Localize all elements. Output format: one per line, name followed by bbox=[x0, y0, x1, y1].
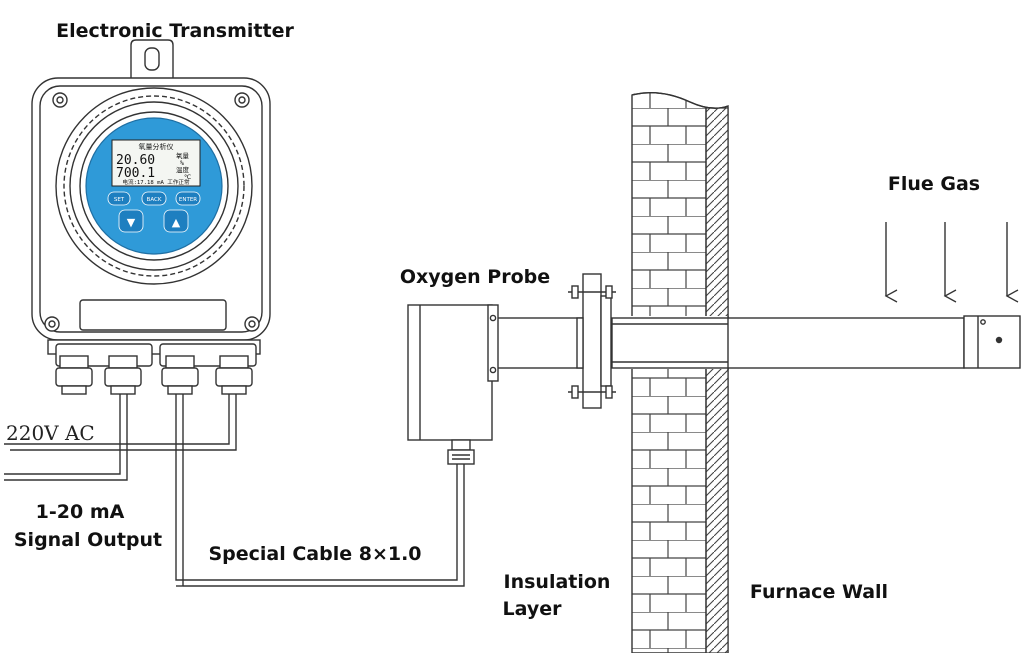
signal-wires bbox=[4, 390, 128, 481]
transmitter-label: Electronic Transmitter bbox=[56, 20, 294, 42]
lcd-temp-unit: ℃ bbox=[184, 173, 192, 181]
power-wires bbox=[4, 388, 237, 451]
oxygen-probe-head bbox=[407, 304, 499, 465]
probe-tip bbox=[963, 315, 1021, 369]
down-button[interactable]: ▼ bbox=[118, 209, 144, 233]
set-button-label: SET bbox=[114, 197, 125, 203]
back-button-label: BACK bbox=[147, 197, 162, 203]
insulation-label-line2: Layer bbox=[503, 598, 563, 620]
cable-gland-4 bbox=[215, 355, 253, 395]
power-label: 220V AC bbox=[6, 421, 95, 445]
lcd-screen bbox=[111, 139, 201, 187]
cable-gland-2 bbox=[104, 355, 142, 395]
signal-label-line1: 1-20 mA bbox=[36, 501, 125, 523]
lcd-status: 电流:17.18 mA 工作正常 bbox=[122, 178, 190, 186]
up-arrow-icon: ▲ bbox=[172, 216, 181, 229]
up-button[interactable]: ▲ bbox=[163, 209, 189, 233]
special-cable bbox=[175, 384, 465, 587]
probe-flange bbox=[568, 273, 616, 409]
cable-gland-signal bbox=[55, 355, 93, 395]
enter-button-label: ENTER bbox=[179, 197, 197, 203]
back-button[interactable]: BACK bbox=[141, 191, 167, 206]
set-button[interactable]: SET bbox=[107, 191, 131, 206]
flue-gas-arrows bbox=[884, 222, 1019, 303]
oxygen-probe-label: Oxygen Probe bbox=[400, 266, 550, 288]
signal-label-line2: Signal Output bbox=[14, 529, 162, 551]
lcd-temp-label: 温度 bbox=[176, 165, 190, 174]
lcd-oxygen-label: 氧量 bbox=[176, 151, 190, 160]
lcd-title: 氧量分析仪 bbox=[139, 142, 174, 151]
enter-button[interactable]: ENTER bbox=[175, 191, 201, 206]
flue-gas-label: Flue Gas bbox=[888, 173, 980, 195]
cable-gland-3 bbox=[161, 355, 199, 395]
probe-tube bbox=[489, 315, 1021, 370]
lcd-oxygen-value: 20.60 bbox=[116, 153, 155, 168]
lcd-oxygen-unit: % bbox=[180, 159, 184, 167]
transmitter-display: 氧量分析仪 20.60 氧量 % 700.1 温度 ℃ 电流:17.18 mA … bbox=[85, 117, 223, 255]
lcd-temp-value: 700.1 bbox=[116, 166, 155, 181]
cable-label: Special Cable 8×1.0 bbox=[208, 543, 421, 565]
furnace-wall bbox=[612, 92, 729, 653]
insulation-label-line1: Insulation bbox=[504, 571, 611, 593]
furnace-wall-label: Furnace Wall bbox=[750, 581, 888, 603]
down-arrow-icon: ▼ bbox=[127, 216, 136, 229]
